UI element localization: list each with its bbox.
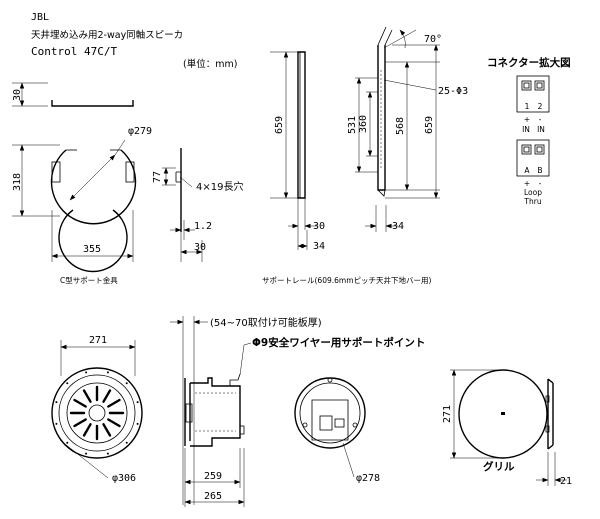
bezel-dot bbox=[66, 441, 69, 444]
bezel-dot bbox=[55, 401, 58, 404]
bezel-dot bbox=[136, 422, 139, 425]
connector-in-sign-plus: + bbox=[524, 115, 530, 124]
dim-rail-659-right: 659 bbox=[424, 116, 435, 134]
connector-loop-sign-plus: + bbox=[524, 179, 530, 188]
connector-loop-pin-a: A bbox=[524, 166, 530, 175]
dim-rail-length: 659 bbox=[274, 116, 285, 134]
connector-in-pin-2: 2 bbox=[538, 102, 543, 111]
dim-speaker-front-width: 271 bbox=[89, 335, 107, 346]
grille-front bbox=[458, 369, 548, 459]
grille-side bbox=[547, 378, 554, 450]
dim-c-thickness: 1.2 bbox=[194, 221, 212, 232]
c-bracket-top-plate bbox=[51, 100, 134, 107]
front-grille-slot bbox=[73, 418, 87, 428]
dim-c-top-height: 30 bbox=[12, 89, 23, 101]
connector-in-pin-1: 1 bbox=[525, 102, 530, 111]
dim-rail-width-30: 30 bbox=[313, 221, 325, 232]
c-bracket-drawing: 30 φ279 318 355 77 4×19長穴 1.2 bbox=[12, 82, 243, 285]
connector-title: コネクター拡大図 bbox=[487, 56, 571, 69]
slot-label: 4×19長穴 bbox=[196, 180, 243, 193]
model-name: Control 47C/T bbox=[31, 45, 117, 58]
front-grille-slot bbox=[73, 398, 87, 408]
unit-label: (単位：mm) bbox=[183, 58, 237, 70]
dim-c-diameter: φ279 bbox=[128, 126, 152, 137]
dim-grille-thickness: 21 bbox=[560, 476, 572, 487]
support-rail-drawing: 659 30 34 70° 25-Φ3 531 360 568 bbox=[262, 26, 468, 285]
c-ring-outer bbox=[50, 149, 137, 225]
front-grille-slot bbox=[82, 423, 92, 437]
speaker-front-view: 271 φ306 bbox=[51, 335, 143, 484]
dim-grille-height: 271 bbox=[442, 405, 453, 423]
bezel-dot bbox=[136, 401, 139, 404]
c-ring-tab-right bbox=[125, 161, 135, 183]
speaker-side-view: (54~70取付け可能板厚) Φ9安全ワイヤー用サポートポイント 259 265 bbox=[170, 316, 425, 507]
bezel-dot bbox=[106, 452, 109, 455]
dim-rail-angle: 70° bbox=[424, 34, 442, 45]
title-block: JBL 天井埋め込み用2-way同軸スピーカ Control 47C/T (単位… bbox=[31, 12, 237, 70]
c-ring-tab-left bbox=[51, 161, 61, 183]
dim-c-side-height: 77 bbox=[152, 171, 163, 183]
brand-label: JBL bbox=[31, 12, 49, 23]
dim-rail-width-34-right: 34 bbox=[392, 221, 404, 232]
dim-rail-width-34: 34 bbox=[313, 241, 325, 252]
dim-rail-568: 568 bbox=[395, 117, 406, 135]
front-grille-slot bbox=[102, 389, 112, 403]
connector-loop-caption-line2: Thru bbox=[523, 197, 541, 206]
rail-right-body bbox=[377, 45, 386, 191]
c-ring-inner bbox=[58, 209, 128, 273]
speaker-back-terminal bbox=[319, 415, 333, 431]
connector-in-caption-2: IN bbox=[537, 125, 545, 134]
front-grille-slot bbox=[82, 389, 92, 403]
bezel-dot bbox=[66, 382, 69, 385]
panel-thickness-note: (54~70取付け可能板厚) bbox=[210, 316, 322, 329]
bezel-dot bbox=[106, 371, 109, 374]
bezel-dot bbox=[85, 452, 88, 455]
safety-wire-note: Φ9安全ワイヤー用サポートポイント bbox=[252, 336, 425, 349]
rail-left-body bbox=[297, 51, 306, 199]
connector-in-block bbox=[516, 75, 550, 113]
connector-loop-sign-minus: - bbox=[539, 179, 542, 188]
connector-loop-block bbox=[516, 139, 550, 177]
bezel-dot bbox=[55, 422, 58, 425]
connector-loop-pin-b: B bbox=[537, 166, 542, 175]
speaker-back-view: φ278 bbox=[294, 377, 380, 484]
dim-c-width: 355 bbox=[83, 244, 101, 255]
dim-rail-360: 360 bbox=[358, 115, 369, 133]
grille-center-mark bbox=[501, 412, 505, 415]
speaker-front-slots bbox=[55, 371, 139, 455]
front-grille-slot bbox=[107, 398, 121, 408]
dim-c-side-width: 30 bbox=[194, 242, 206, 253]
dim-speaker-front-diameter: φ306 bbox=[112, 473, 136, 484]
c-bracket-caption: C型サポート金具 bbox=[60, 275, 118, 285]
speaker-side-flange bbox=[184, 378, 191, 446]
connector-in-caption-1: IN bbox=[522, 125, 530, 134]
product-description: 天井埋め込み用2-way同軸スピーカ bbox=[31, 29, 183, 41]
bezel-dot bbox=[125, 382, 128, 385]
rail-holes-label: 25-Φ3 bbox=[438, 86, 468, 97]
speaker-back-can bbox=[311, 399, 349, 441]
connector-loop-caption-line1: Loop bbox=[524, 188, 542, 197]
speaker-side-can bbox=[190, 377, 241, 447]
dim-c-height: 318 bbox=[12, 173, 23, 191]
speaker-back-outline bbox=[294, 377, 366, 449]
grille-drawing: 271 グリル 21 bbox=[442, 369, 572, 487]
support-rail-caption: サポートレール(609.6mmピッチ天井下地バー用) bbox=[262, 275, 432, 285]
connector-in-sign-minus: - bbox=[539, 115, 542, 124]
connector-detail: コネクター拡大図 1 2 + - IN IN A B + - Loop Thru bbox=[487, 56, 571, 206]
front-grille-slot bbox=[102, 423, 112, 437]
dim-rail-531: 531 bbox=[347, 116, 358, 134]
speaker-front-bezel bbox=[51, 367, 143, 459]
dim-speaker-depth-265: 265 bbox=[204, 491, 222, 502]
bezel-dot bbox=[85, 371, 88, 374]
grille-label: グリル bbox=[483, 460, 515, 473]
dim-speaker-back-diameter: φ278 bbox=[356, 473, 380, 484]
dim-speaker-depth-259: 259 bbox=[204, 471, 222, 482]
bezel-dot bbox=[125, 441, 128, 444]
front-grille-slot bbox=[107, 418, 121, 428]
